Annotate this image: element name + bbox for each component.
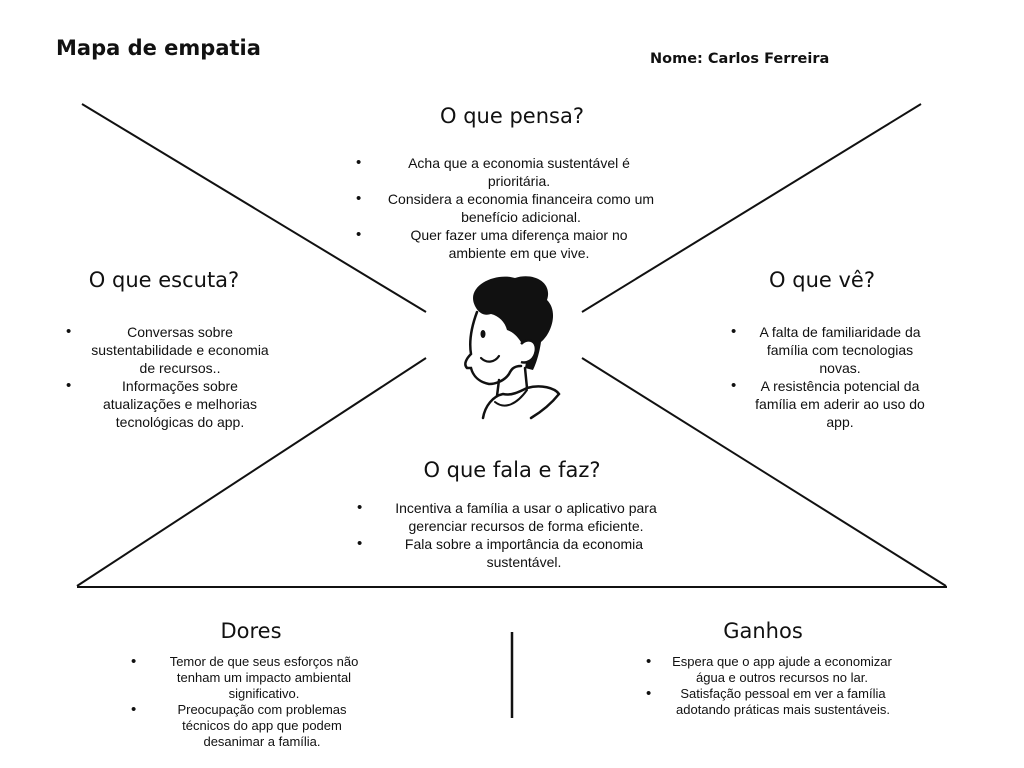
page-title: Mapa de empatia <box>56 36 261 60</box>
gains-list: Espera que o app ajude a economizar água… <box>646 654 902 718</box>
pains-heading: Dores <box>220 619 282 643</box>
list-item: Temor de que seus esforços não tenham um… <box>131 654 379 702</box>
gains-heading: Ganhos <box>723 619 803 643</box>
person-avatar-icon <box>455 272 573 422</box>
sees-heading: O que vê? <box>769 268 875 292</box>
list-item: Fala sobre a importância da economia sus… <box>357 535 677 571</box>
thinks-heading: O que pensa? <box>440 104 584 128</box>
says-does-heading: O que fala e faz? <box>423 458 601 482</box>
hears-list: Conversas sobre sustentabilidade e econo… <box>66 323 276 431</box>
says-does-list: Incentiva a família a usar o aplicativo … <box>357 499 677 571</box>
list-item: Espera que o app ajude a economizar água… <box>646 654 902 686</box>
hears-heading: O que escuta? <box>88 268 240 292</box>
list-item: Quer fazer uma diferença maior no ambien… <box>356 226 668 262</box>
pains-list: Temor de que seus esforços não tenham um… <box>131 654 379 750</box>
persona-name: Nome: Carlos Ferreira <box>650 51 830 67</box>
list-item: Incentiva a família a usar o aplicativo … <box>357 499 677 535</box>
list-item: Informações sobre atualizações e melhori… <box>66 377 276 431</box>
diagonal-bottom-right-line <box>581 357 947 587</box>
list-item: Preocupação com problemas técnicos do ap… <box>131 702 379 750</box>
list-item: Conversas sobre sustentabilidade e econo… <box>66 323 276 377</box>
list-item: Acha que a economia sustentável é priori… <box>356 154 668 190</box>
sees-list: A falta de familiaridade da família com … <box>731 323 931 431</box>
thinks-list: Acha que a economia sustentável é priori… <box>356 154 668 262</box>
list-item: Satisfação pessoal em ver a família adot… <box>646 686 902 718</box>
list-item: A falta de familiaridade da família com … <box>731 323 931 377</box>
list-item: Considera a economia financeira como um … <box>356 190 668 226</box>
diagonal-top-left-line <box>81 103 427 313</box>
diagonal-bottom-left-line <box>76 357 427 587</box>
list-item: A resistência potencial da família em ad… <box>731 377 931 431</box>
diagonal-top-right-line <box>581 103 922 313</box>
